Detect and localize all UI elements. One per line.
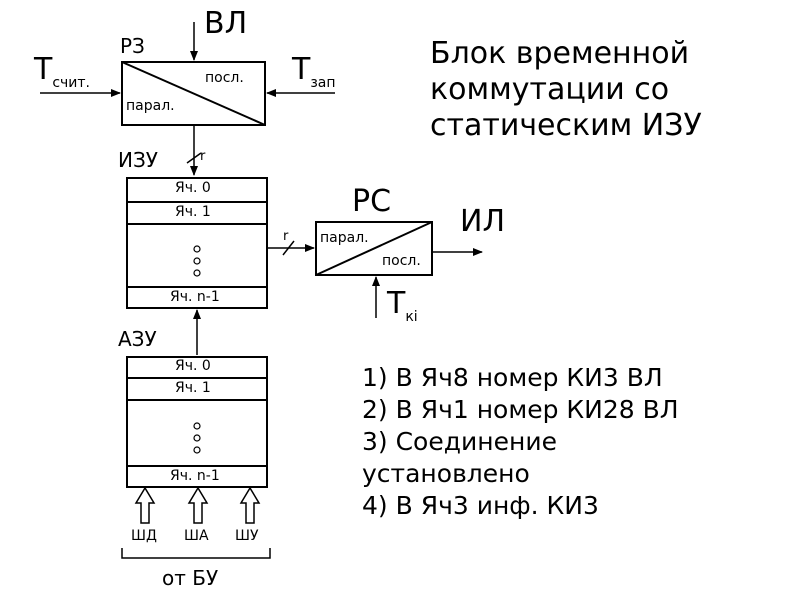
rs-bus-width: r [283, 229, 289, 244]
il-label: ИЛ [460, 204, 505, 239]
azu-label: АЗУ [118, 327, 157, 351]
azu-ellipsis-dot [193, 446, 201, 454]
note-item: 3) Соединение [362, 427, 557, 456]
t-read-label: Тсчит. [34, 52, 90, 91]
azu-ellipsis-dot [193, 434, 201, 442]
from-bu-brace [121, 548, 271, 559]
bus-shu-arrow [239, 486, 261, 524]
rs-parallel-label: парал. [320, 230, 369, 246]
notes-list: 1) В Яч8 номер КИ3 ВЛ 2) В Яч1 номер КИ2… [362, 362, 679, 522]
t-read-sub: счит. [52, 75, 91, 91]
rz-diagonal [121, 61, 266, 126]
rs-register-box [315, 221, 433, 276]
t-write-main: Т [292, 52, 311, 87]
rs-serial-label: посл. [382, 253, 421, 269]
bus-sha-arrow [187, 486, 209, 524]
t-ki-label: Ткi [387, 286, 418, 325]
izu-bus-width: r [200, 149, 206, 164]
izu-ellipsis-dot [193, 257, 201, 265]
rz-parallel-label: парал. [126, 98, 175, 114]
bus-shu-label: ШУ [235, 528, 259, 544]
rz-register-box [121, 61, 266, 126]
bus-shd-label: ШД [131, 528, 157, 544]
azu-ellipsis-dot [193, 422, 201, 430]
izu-ellipsis-dot [193, 245, 201, 253]
t-ki-main: Т [387, 286, 406, 321]
izu-block [126, 177, 268, 309]
vl-label: ВЛ [204, 6, 248, 41]
rz-bus-slash [186, 152, 202, 164]
rs-label: РС [352, 184, 392, 219]
from-bu-label: от БУ [162, 566, 219, 590]
title-line: коммутации со [430, 72, 670, 107]
izu-ellipsis-dot [193, 269, 201, 277]
t-write-label: Тзап [292, 52, 336, 91]
azu-cell-0: Яч. 0 [175, 358, 211, 374]
rz-label: РЗ [120, 34, 145, 58]
diagram-title: Блок временной коммутации со статическим… [430, 36, 702, 144]
izu-cell-1: Яч. 1 [175, 204, 211, 220]
rs-diagonal [315, 221, 433, 276]
izu-cell-0: Яч. 0 [175, 180, 211, 196]
azu-cell-n-1: Яч. n-1 [170, 468, 220, 484]
izu-cell-n-1: Яч. n-1 [170, 289, 220, 305]
title-line: статическим ИЗУ [430, 108, 702, 143]
t-ki-sub: кi [405, 309, 418, 325]
rz-serial-label: посл. [205, 70, 244, 86]
bus-shd-arrow [134, 486, 156, 524]
t-read-main: Т [34, 52, 53, 87]
izu-label: ИЗУ [118, 148, 158, 172]
azu-cell-1: Яч. 1 [175, 380, 211, 396]
bus-sha-label: ША [184, 528, 209, 544]
note-item: 4) В Яч3 инф. КИ3 [362, 491, 599, 520]
t-write-sub: зап [310, 75, 336, 91]
azu-block [126, 356, 268, 488]
note-item: 2) В Яч1 номер КИ28 ВЛ [362, 395, 679, 424]
rs-bus-slash [282, 240, 295, 256]
note-item: 1) В Яч8 номер КИ3 ВЛ [362, 363, 663, 392]
title-line: Блок временной [430, 36, 690, 71]
note-item: установлено [362, 459, 530, 488]
